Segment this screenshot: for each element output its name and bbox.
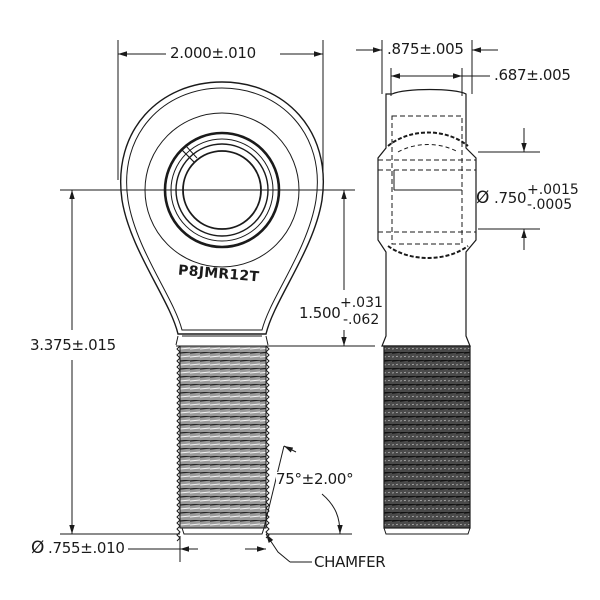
chamfer-label: CHAMFER [314,553,386,571]
center-lower-tol: -.062 [343,312,380,328]
dim-ball-width: .687±.005 [494,66,571,84]
center-upper-tol: +.031 [340,295,383,311]
thread-shank-side [383,345,471,529]
thread-diameter-value: .755±.010 [48,539,125,557]
diameter-symbol-bore: Ø [476,188,490,208]
bore-nominal: .750 [494,189,527,207]
diameter-symbol-thread: Ø [31,538,45,558]
dim-overall-length: 3.375±.015 [30,336,116,354]
bore-lower-tol: -.0005 [527,197,573,213]
housing-outer [120,81,324,335]
dim-overall-width: 2.000±.010 [170,44,256,62]
housing-inner [126,87,318,331]
bore-upper-tol: +.0015 [527,182,579,198]
dim-side-width: .875±.005 [387,40,464,58]
thread-shank-front [179,345,267,529]
dimension-lines [60,40,540,563]
center-nominal: 1.500 [299,304,341,322]
dim-chamfer-angle: 75°±2.00° [276,470,354,488]
side-view [377,88,477,535]
side-head [377,88,477,347]
